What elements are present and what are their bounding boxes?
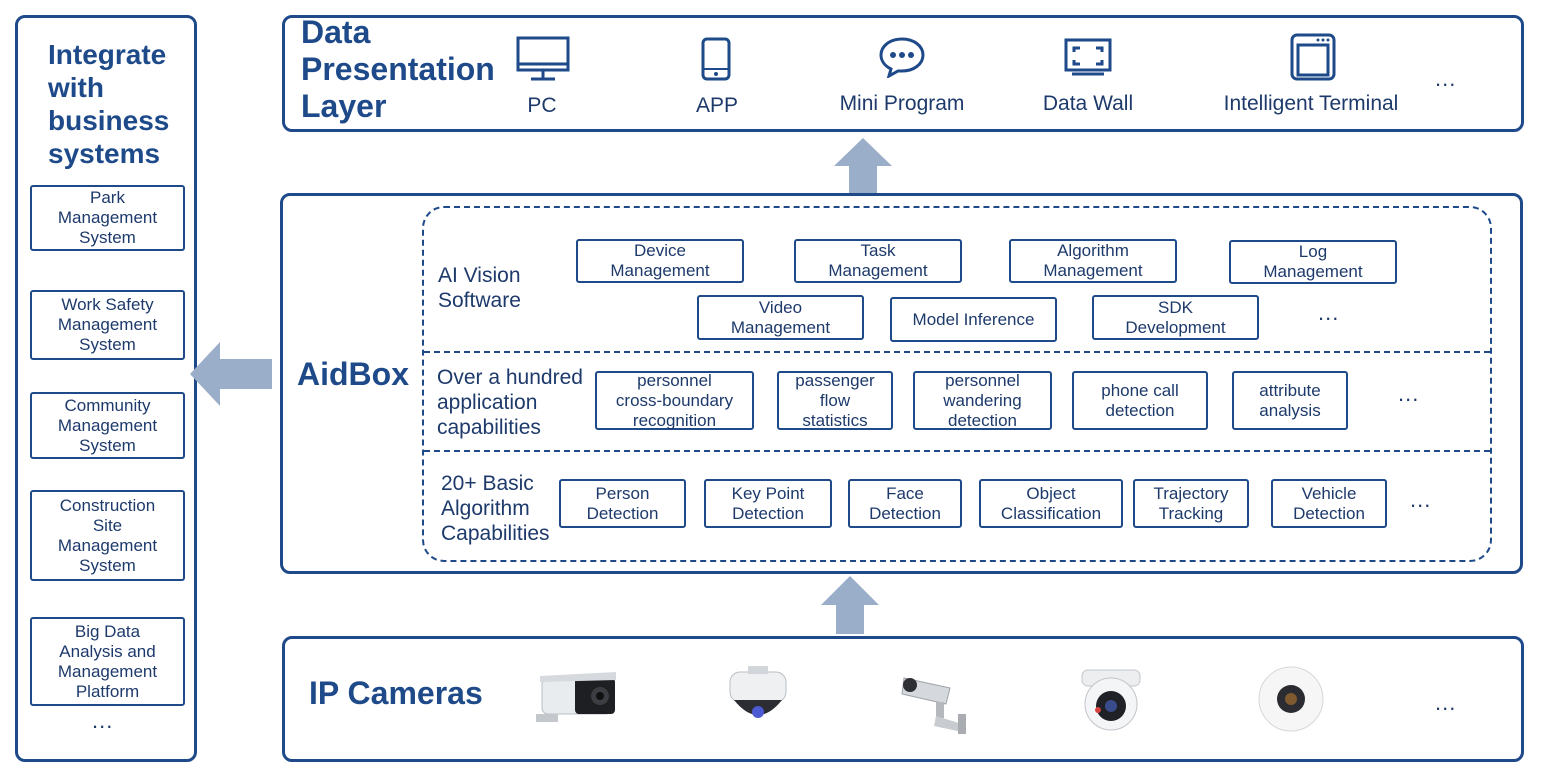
software-ellipsis: ... — [1318, 300, 1340, 325]
app-wandering-detection: personnel wandering detection — [913, 371, 1052, 430]
presentation-intelligent-terminal-label: Intelligent Terminal — [1223, 92, 1399, 115]
presentation-layer-panel — [282, 15, 1524, 132]
algo-vehicle-detection: Vehicle Detection — [1271, 479, 1387, 528]
basic-algorithms-label: 20+ Basic Algorithm Capabilities — [441, 472, 550, 545]
algo-key-point-detection: Key Point Detection — [704, 479, 832, 528]
aidbox-title: AidBox — [297, 356, 409, 392]
presentation-mini-program-label: Mini Program — [839, 92, 965, 115]
module-video-management: Video Management — [697, 295, 864, 340]
system-work-safety: Work Safety Management System — [30, 290, 185, 360]
applications-label: Over a hundred application capabilities — [437, 366, 583, 439]
box-camera-icon — [901, 677, 966, 734]
presentation-layer-title: Data Presentation Layer — [301, 14, 495, 124]
phone-icon — [701, 37, 731, 81]
fisheye-camera-icon — [1258, 666, 1324, 732]
aidbox-capabilities-area — [422, 206, 1492, 562]
ai-vision-software-label: AI Vision Software — [438, 264, 521, 312]
algo-object-classification: Object Classification — [979, 479, 1123, 528]
basic-ellipsis: ... — [1410, 487, 1432, 512]
system-community: Community Management System — [30, 392, 185, 459]
terminal-icon — [1290, 33, 1336, 81]
system-park: Park Management System — [30, 185, 185, 251]
module-log-management: Log Management — [1229, 240, 1397, 284]
presentation-ellipsis: ... — [1435, 66, 1457, 91]
app-cross-boundary: personnel cross-boundary recognition — [595, 371, 754, 430]
module-sdk-development: SDK Development — [1092, 295, 1259, 340]
system-construction-site: Construction Site Management System — [30, 490, 185, 581]
module-algorithm-management: Algorithm Management — [1009, 239, 1177, 283]
turret-camera-icon — [1081, 669, 1141, 731]
bullet-camera-icon — [536, 672, 616, 722]
algo-trajectory-tracking: Trajectory Tracking — [1133, 479, 1249, 528]
module-model-inference: Model Inference — [890, 297, 1057, 342]
divider-software-applications — [424, 351, 1490, 353]
presentation-pc-label: PC — [527, 94, 557, 117]
arrow-up-icon — [834, 138, 892, 194]
app-phone-call: phone call detection — [1072, 371, 1208, 430]
ip-cameras-title: IP Cameras — [309, 675, 483, 711]
applications-ellipsis: ... — [1398, 381, 1420, 406]
monitor-icon — [516, 36, 570, 81]
system-big-data: Big Data Analysis and Management Platfor… — [30, 617, 185, 706]
algo-face-detection: Face Detection — [848, 479, 962, 528]
app-passenger-flow: passenger flow statistics — [777, 371, 893, 430]
arrow-up-icon — [821, 576, 879, 634]
presentation-data-wall-label: Data Wall — [1042, 92, 1134, 115]
presentation-app-label: APP — [695, 94, 739, 117]
business-systems-title: Integrate with business systems — [48, 39, 170, 169]
cameras-ellipsis: ... — [1435, 690, 1457, 715]
divider-applications-basic — [424, 450, 1490, 452]
algo-person-detection: Person Detection — [559, 479, 686, 528]
ip-cameras-panel — [282, 636, 1524, 762]
module-device-management: Device Management — [576, 239, 744, 283]
module-task-management: Task Management — [794, 239, 962, 283]
screen-wall-icon — [1064, 38, 1112, 76]
chat-icon — [879, 37, 925, 78]
arrow-left-icon — [190, 342, 272, 406]
business-systems-panel — [15, 15, 197, 762]
left-panel-ellipsis: ... — [92, 708, 114, 733]
app-attribute-analysis: attribute analysis — [1232, 371, 1348, 430]
ptz-dome-camera-icon — [729, 666, 787, 718]
aidbox-panel — [280, 193, 1523, 574]
